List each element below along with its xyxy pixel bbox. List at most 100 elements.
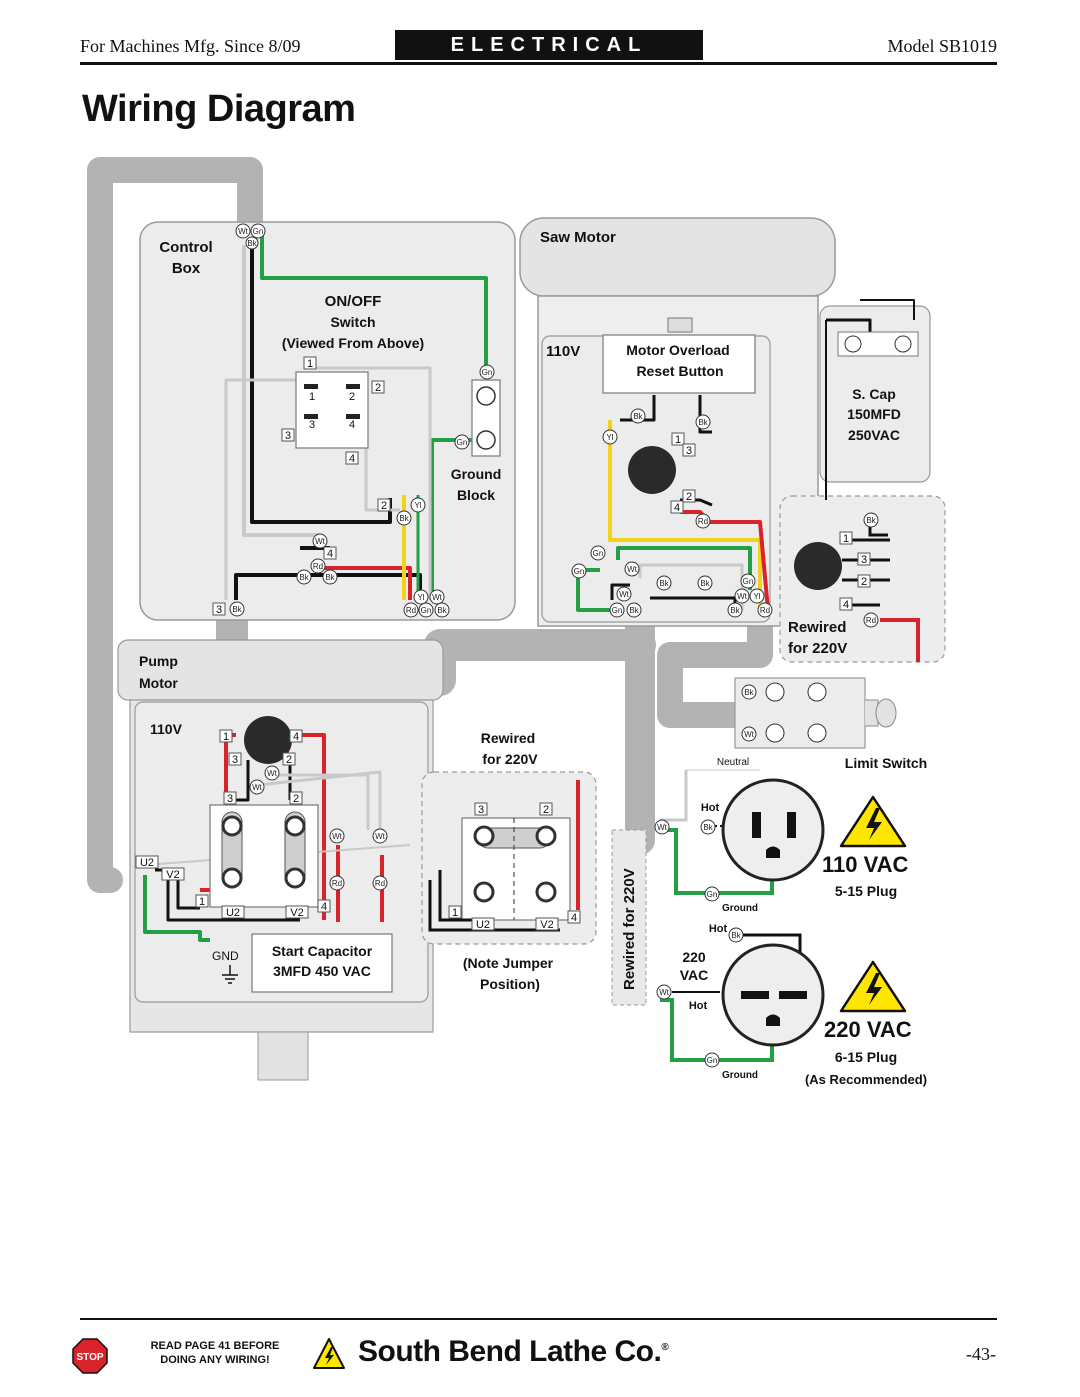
term-3-pump: 3 <box>228 752 242 766</box>
start-cap-label-2: 3MFD 450 VAC <box>273 963 371 979</box>
header-model: Model SB1019 <box>887 36 997 56</box>
plug110-neutral: Neutral <box>717 757 749 768</box>
rewired-vertical-label: Rewired for 220V <box>621 868 638 990</box>
plug220-type: 6-15 Plug <box>835 1049 897 1065</box>
svg-text:U2: U2 <box>226 907 240 919</box>
rewired-saw-terminal <box>794 520 920 662</box>
svg-text:Rd: Rd <box>406 606 416 615</box>
term-3-rw-pump: 3 <box>474 802 488 816</box>
wiring-diagram: Control Box ON/OFF Switch (Viewed From A… <box>87 157 946 1087</box>
term-u2-left: U2 <box>135 855 159 869</box>
plug220-hot-bottom: Hot <box>689 1000 708 1012</box>
wire-tag-rd-6: Rd <box>329 875 345 891</box>
wire-tag-bk-2: Bk <box>396 510 412 526</box>
svg-text:Gn: Gn <box>593 549 604 558</box>
wire-tag-gn-2: Gn <box>479 364 495 380</box>
svg-text:3: 3 <box>686 445 692 457</box>
wire-tag-wt-6: Wt <box>734 588 750 604</box>
cap-label-3: 250VAC <box>848 427 900 443</box>
term-2-rw-pump: 2 <box>539 802 553 816</box>
term-v2-rw-pump: V2 <box>535 917 559 931</box>
switch-pos-2: 2 <box>349 391 355 403</box>
svg-text:3: 3 <box>285 430 291 442</box>
svg-text:Yl: Yl <box>417 593 424 602</box>
term-3-ctrl: 3 <box>212 602 226 616</box>
plug110-type: 5-15 Plug <box>835 883 897 899</box>
svg-text:4: 4 <box>674 502 680 514</box>
term-1-pump-board: 1 <box>195 894 209 908</box>
wire-tag-yl-2: Yl <box>413 589 429 605</box>
svg-text:1: 1 <box>223 731 229 743</box>
wire-tag-bk-12: Bk <box>727 602 743 618</box>
svg-text:4: 4 <box>327 548 333 560</box>
diagram-labels: Control Box ON/OFF Switch (Viewed From A… <box>139 229 927 1087</box>
svg-text:Bk: Bk <box>437 606 447 615</box>
saw-rewired-label-2: for 220V <box>788 640 847 657</box>
wire-tag-bk-9: Bk <box>656 575 672 591</box>
brand-name: South Bend Lathe Co. <box>358 1335 662 1368</box>
svg-text:3: 3 <box>478 804 484 816</box>
svg-text:4: 4 <box>293 731 299 743</box>
term-u2-rw-pump: U2 <box>471 917 495 931</box>
svg-text:Wt: Wt <box>252 783 263 792</box>
wire-tag-wt-8: Wt <box>264 765 280 781</box>
svg-text:3: 3 <box>232 754 238 766</box>
term-4-pump-board: 4 <box>317 899 331 913</box>
svg-text:3: 3 <box>861 554 867 566</box>
svg-text:Wt: Wt <box>659 988 670 997</box>
term-3-saw: 3 <box>682 443 696 457</box>
wire-tag-rd-2: Rd <box>403 602 419 618</box>
limit-switch-label: Limit Switch <box>845 755 927 771</box>
terminal-numbers: 1 2 3 4 1 2 3 4 2 4 3 1 3 2 4 1 3 2 4 1 … <box>135 356 871 931</box>
term-4-saw: 4 <box>670 500 684 514</box>
svg-text:Bk: Bk <box>629 606 639 615</box>
pump-motor-foot <box>257 1031 309 1081</box>
svg-text:Wt: Wt <box>744 730 755 739</box>
svg-text:Wt: Wt <box>238 227 249 236</box>
term-v2-pump: V2 <box>285 905 309 919</box>
wire-tag-bk-10: Bk <box>697 575 713 591</box>
stop-sign-text: STOP <box>76 1352 103 1363</box>
saw-motor-label: Saw Motor <box>540 229 616 246</box>
header-section-label: ELECTRICAL <box>395 30 703 60</box>
wire-tag-wt-13: Wt <box>656 984 672 1000</box>
switch-label-3: (Viewed From Above) <box>282 335 424 351</box>
svg-text:Rd: Rd <box>332 879 342 888</box>
svg-text:4: 4 <box>321 901 327 913</box>
switch-pos-1: 1 <box>309 391 315 403</box>
pump-motor-outer <box>117 639 444 701</box>
saw-capacitor <box>837 331 919 357</box>
svg-text:U2: U2 <box>140 857 154 869</box>
svg-text:3: 3 <box>216 604 222 616</box>
brand-logo: South Bend Lathe Co.® <box>358 1335 669 1369</box>
term-4-switch: 4 <box>345 451 359 465</box>
svg-text:Rd: Rd <box>760 606 770 615</box>
svg-text:V2: V2 <box>290 907 303 919</box>
header-machines-note: For Machines Mfg. Since 8/09 <box>80 36 301 56</box>
plug220-voltage: 220 VAC <box>824 1017 912 1042</box>
pump-rewired-label-2: for 220V <box>482 751 538 767</box>
svg-text:Gn: Gn <box>574 567 585 576</box>
term-4-ctrl: 4 <box>323 546 337 560</box>
svg-text:Bk: Bk <box>698 418 708 427</box>
wire-tag-wt-12: Wt <box>654 819 670 835</box>
svg-text:2: 2 <box>293 793 299 805</box>
wire-tag-wt-5: Wt <box>616 586 632 602</box>
term-3-saw-rw: 3 <box>857 552 871 566</box>
svg-text:Wt: Wt <box>737 592 748 601</box>
plug-220 <box>721 943 825 1047</box>
wire-tag-bk-7: Bk <box>630 408 646 424</box>
svg-text:1: 1 <box>199 896 205 908</box>
svg-text:2: 2 <box>543 804 549 816</box>
saw-rewired-label-1: Rewired <box>788 619 846 636</box>
svg-text:Gn: Gn <box>482 368 493 377</box>
svg-text:Yl: Yl <box>606 433 613 442</box>
saw-motor-voltage: 110V <box>546 343 580 360</box>
term-2-pump: 2 <box>282 752 296 766</box>
jumper-label-1: (Note Jumper <box>463 955 554 971</box>
electrical-warning-icon <box>313 1338 345 1369</box>
registered-mark: ® <box>661 1342 669 1353</box>
switch-label-2: Switch <box>330 314 375 330</box>
pump-motor-label-2: Motor <box>139 675 178 691</box>
warning-110 <box>839 795 907 848</box>
